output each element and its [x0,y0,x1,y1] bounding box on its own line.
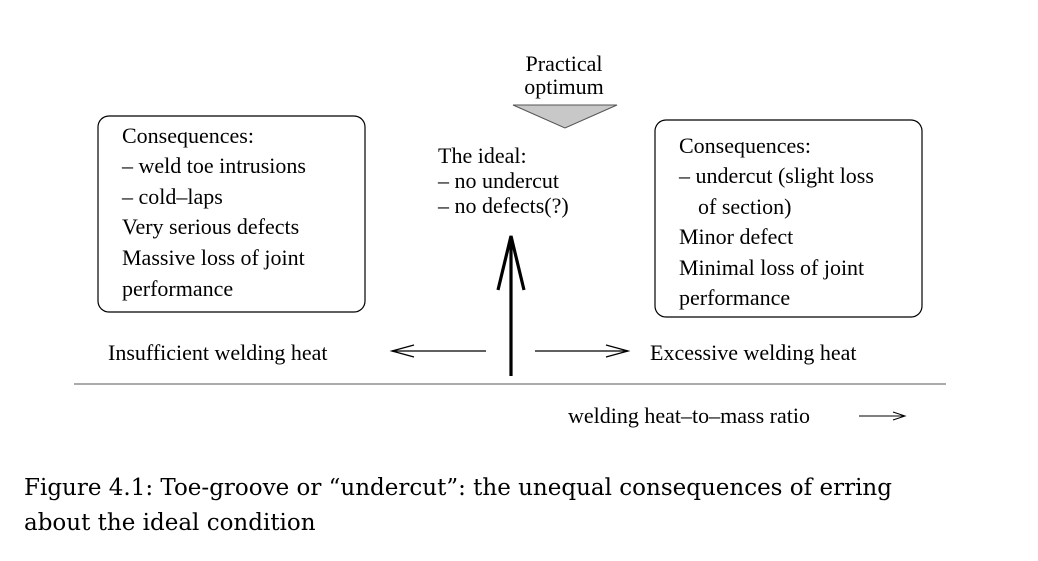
left-box-line-5: Massive loss of joint [122,245,305,270]
left-box-line-4: Very serious defects [122,214,299,239]
left-consequences-box [97,115,366,313]
ideal-title: The ideal: [438,143,527,168]
excessive-heat-label: Excessive welding heat [650,340,857,365]
right-box-line-1: Consequences: [679,133,811,158]
left-box-line-3: – cold–laps [121,184,223,209]
optimum-triangle-marker [512,104,618,129]
optimum-label-line2: optimum [524,74,603,99]
right-box-line-6: performance [679,285,790,310]
ideal-item-no-defects: – no defects(?) [437,193,569,218]
left-box-line-1: Consequences: [122,123,254,148]
optimum-label-line1: Practical [526,51,603,76]
axis-direction-arrow [859,411,907,421]
right-consequences-box [654,119,923,318]
right-box-line-4: Minor defect [679,224,793,249]
right-box-line-2: – undercut (slight loss [678,163,874,188]
insufficient-heat-label: Insufficient welding heat [108,340,328,365]
axis-label: welding heat–to–mass ratio [568,403,810,428]
left-box-line-6: performance [122,276,233,301]
ideal-item-no-undercut: – no undercut [437,168,559,193]
right-arrow [535,344,631,358]
figure-caption-line2: about the ideal condition [24,510,316,536]
right-box-line-5: Minimal loss of joint [679,255,864,280]
ideal-vertical-arrow [496,235,526,376]
right-box-line-3: of section) [698,194,791,219]
figure-caption-line1: Figure 4.1: Toe-groove or “undercut”: th… [24,475,892,501]
left-arrow [389,344,486,358]
left-box-line-2: – weld toe intrusions [121,153,306,178]
